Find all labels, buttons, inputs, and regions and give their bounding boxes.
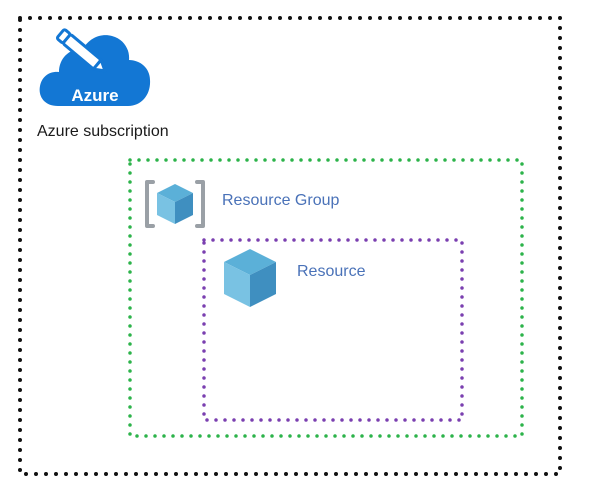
resource-group-boundary xyxy=(128,158,524,438)
resource-cube-icon xyxy=(220,245,280,309)
resource-label: Resource xyxy=(297,263,366,280)
resource-group-label: Resource Group xyxy=(222,192,340,209)
resource-group-icon xyxy=(143,176,207,232)
azure-logo: Azure xyxy=(38,22,154,108)
subscription-boundary xyxy=(18,16,562,476)
azure-cloud-pencil-icon: Azure xyxy=(39,28,151,106)
subscription-label: Azure subscription xyxy=(37,123,169,140)
azure-logo-text: Azure xyxy=(71,86,118,105)
resource-boundary xyxy=(202,238,464,422)
